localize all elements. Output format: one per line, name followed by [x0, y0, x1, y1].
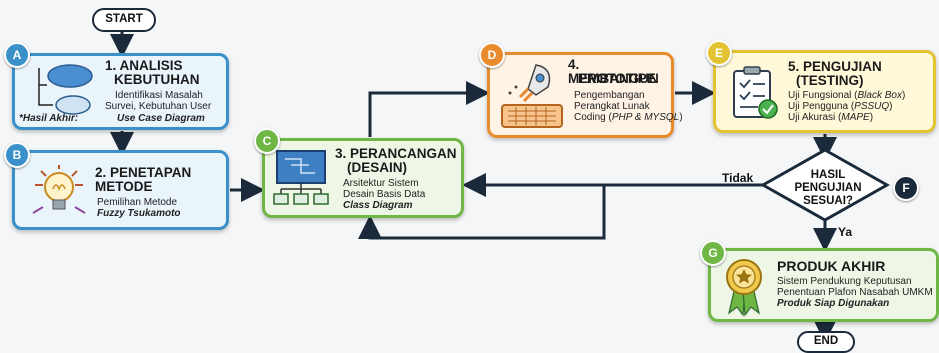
- step-d-prototype-box: 4. MEMBANGUN PROTOTIPE Pengembangan Pera…: [487, 52, 683, 138]
- step-d-line3-b: PHP & MYSQL: [611, 112, 680, 123]
- step-b-line1: Pemilihan Metode: [97, 197, 178, 208]
- step-a-result-prefix: *Hasil Akhir:: [19, 113, 79, 124]
- step-a-title2: KEBUTUHAN: [114, 72, 200, 87]
- step-b-line2: Fuzzy Tsukamoto: [97, 208, 181, 219]
- blueprint-icon: [273, 150, 329, 205]
- rocket-laptop-icon: [501, 64, 563, 128]
- step-c-title2: (DESAIN): [347, 160, 407, 175]
- step-a-result: Use Case Diagram: [117, 113, 205, 124]
- step-e-testing-box: 5. PENGUJIAN (TESTING) Uji Fungsional (B…: [713, 50, 936, 133]
- hierarchy-icon: [38, 64, 93, 115]
- decision-line1: HASIL: [810, 169, 846, 181]
- step-e-title1: 5. PENGUJIAN: [788, 59, 882, 74]
- step-g-title: PRODUK AKHIR: [777, 258, 886, 274]
- step-e-line2-b: PSSUQ: [854, 101, 890, 112]
- award-badge-icon: [726, 259, 762, 317]
- step-e-line2-c: ): [889, 101, 893, 112]
- decision-text: HASIL PENGUJIAN SESUAI?: [785, 169, 871, 208]
- start-terminal: START: [92, 8, 156, 32]
- step-b-title1: 2. PENETAPAN: [95, 165, 192, 180]
- step-d-line1: Pengembangan: [574, 90, 645, 101]
- step-e-line1-b: Black Box: [857, 90, 902, 101]
- step-e-line2-a: Uji Pengguna (: [788, 101, 855, 112]
- step-a-line1: Identifikasi Masalah: [115, 90, 203, 101]
- step-e-badge: E: [706, 40, 732, 66]
- step-b-method-box: 2. PENETAPAN METODE Pemilihan Metode Fuz…: [12, 150, 229, 230]
- step-g-line2: Penentuan Plafon Nasabah UMKM: [777, 287, 933, 298]
- lightbulb-icon: [32, 165, 86, 214]
- step-a-line2: Survei, Kebutuhan User: [105, 101, 212, 112]
- end-label: END: [813, 335, 839, 347]
- step-e-line1-a: Uji Fungsional (: [788, 90, 858, 101]
- step-e-line1: Uji Fungsional (Black Box): [788, 90, 905, 102]
- step-g-line3: Produk Siap Digunakan: [777, 298, 890, 309]
- step-e-line1-c: ): [901, 90, 906, 101]
- decision-no-label: Tidak: [722, 171, 754, 185]
- step-c-line2: Desain Basis Data: [343, 189, 426, 200]
- step-g-line1: Sistem Pendukung Keputusan: [777, 276, 912, 287]
- end-terminal: END: [797, 331, 855, 353]
- step-d-title1: 4. MEMBANGUN: [568, 57, 659, 86]
- step-d-line3-c: ): [679, 112, 683, 123]
- arrow-c-to-d: [368, 81, 490, 137]
- decision-yes-label: Ya: [838, 225, 853, 239]
- flow-connectors: [110, 32, 891, 343]
- start-label: START: [105, 13, 143, 25]
- step-g-product-box: PRODUK AKHIR Sistem Pendukung Keputusan …: [708, 248, 939, 322]
- step-f-badge: F: [893, 175, 919, 201]
- decision-line3: SESUAI?: [803, 195, 853, 207]
- step-d-title2: PROTOTIPE: [578, 71, 656, 86]
- step-e-line3-c: ): [869, 112, 874, 123]
- step-d-line3-a: Coding (: [574, 112, 612, 123]
- step-g-badge: G: [700, 240, 726, 266]
- step-c-line1: Arsitektur Sistem: [343, 178, 419, 189]
- checklist-icon: [733, 66, 778, 119]
- decision-line2: PENGUJIAN: [794, 182, 862, 194]
- step-a-analysis-box: 1. ANALISIS KEBUTUHAN Identifikasi Masal…: [12, 53, 229, 130]
- step-d-line2: Perangkat Lunak: [574, 101, 650, 112]
- step-e-line2: Uji Pengguna (PSSUQ): [788, 101, 893, 113]
- step-a-badge: A: [4, 42, 30, 68]
- step-a-title1: 1. ANALISIS: [105, 58, 183, 73]
- step-c-title1: 3. PERANCANGAN: [335, 146, 457, 161]
- step-b-title2: METODE: [95, 179, 153, 194]
- step-d-badge: D: [479, 42, 505, 68]
- step-c-design-box: 3. PERANCANGAN (DESAIN) Arsitektur Siste…: [262, 138, 464, 218]
- step-d-line3: Coding (PHP & MYSQL): [574, 112, 683, 124]
- step-e-line3-a: Uji Akurasi (: [788, 112, 842, 123]
- step-e-line3: Uji Akurasi (MAPE): [788, 112, 873, 124]
- loop-back-line: [358, 185, 606, 240]
- decision-diamond: [759, 148, 891, 222]
- step-b-badge: B: [4, 142, 30, 168]
- step-e-line3-b: MAPE: [841, 112, 870, 123]
- step-e-title2: (TESTING): [796, 73, 864, 88]
- step-c-badge: C: [254, 128, 280, 154]
- step-c-line3: Class Diagram: [343, 200, 413, 211]
